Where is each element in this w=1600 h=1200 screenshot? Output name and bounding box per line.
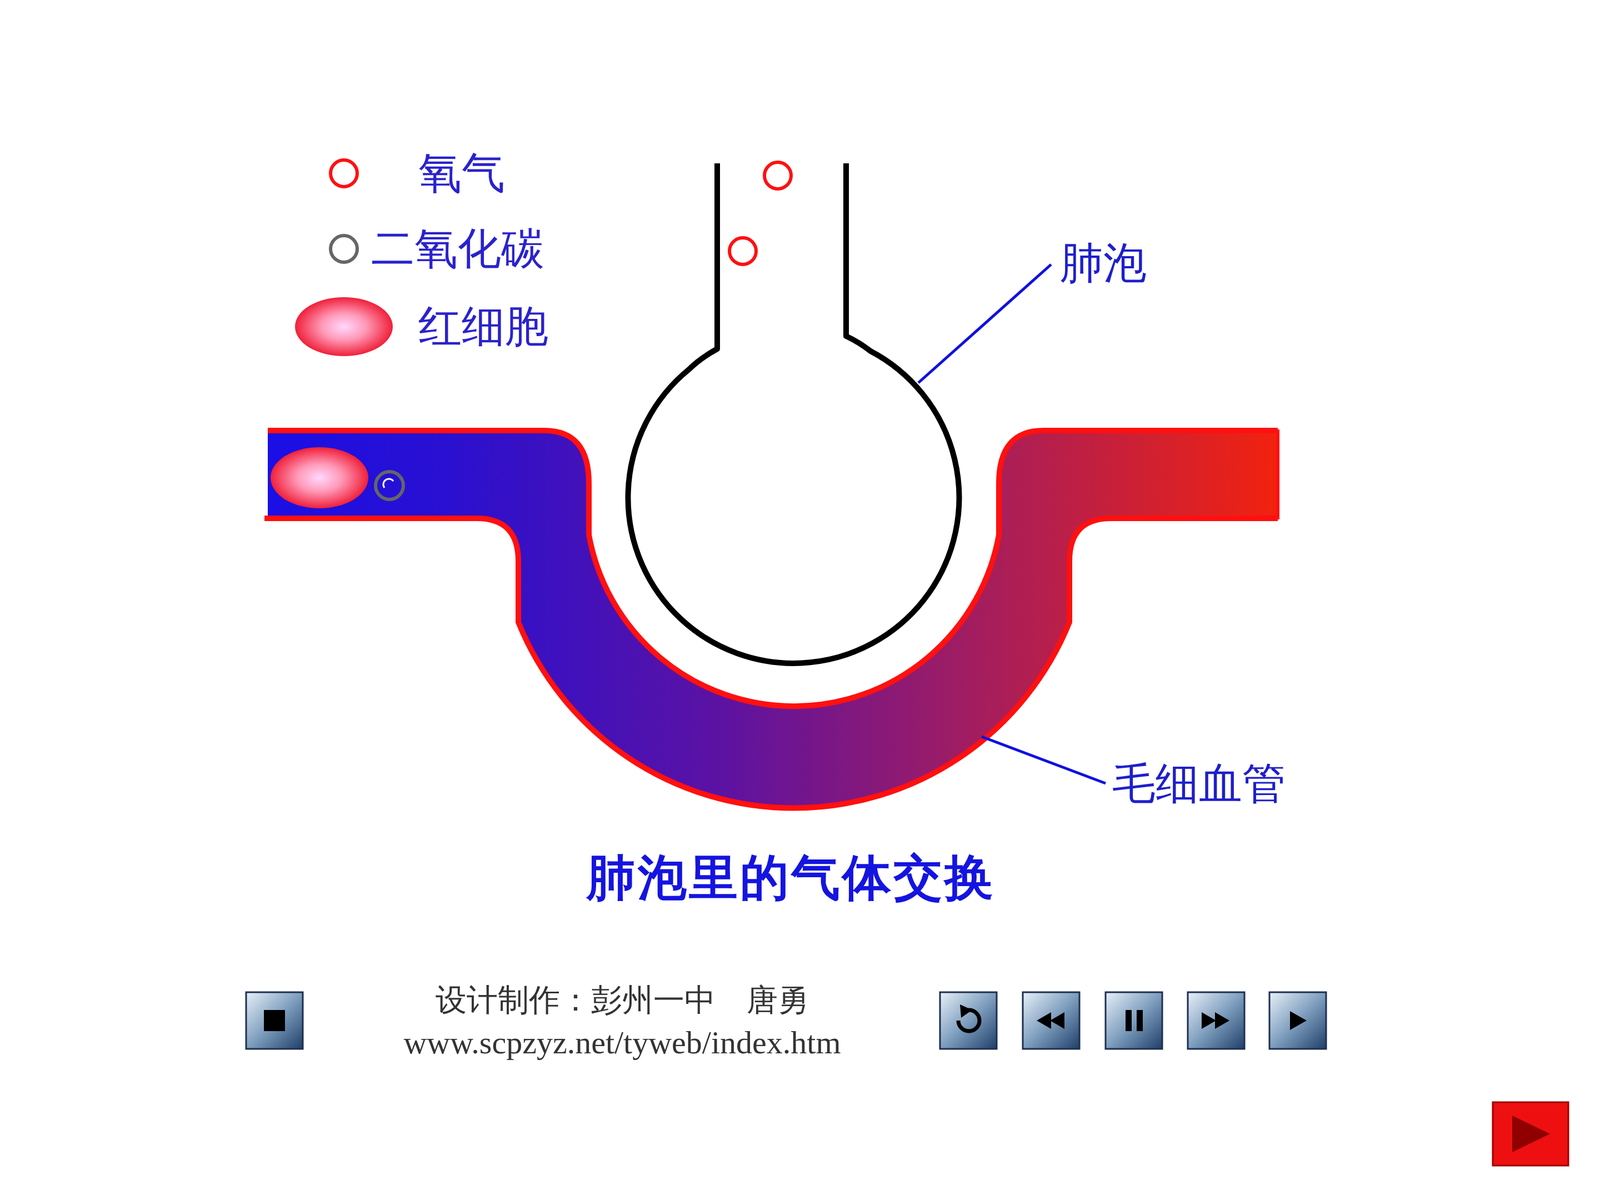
stop-button (246, 992, 303, 1049)
leader-line (918, 264, 1052, 383)
fast-forward-button (1187, 992, 1245, 1049)
leader-line (981, 736, 1106, 784)
oxygen (764, 162, 792, 189)
legend-label: 氧气 (418, 148, 505, 199)
capillary-fill (267, 430, 1278, 808)
alveolus-wall (627, 163, 959, 664)
legend-co2-sample (330, 235, 358, 263)
capillary-wall (267, 430, 1278, 707)
legend-label: 二氧化碳 (371, 223, 545, 274)
url-text: www.scpzyz.net/tyweb/index.htm (403, 1024, 841, 1062)
red-blood-cell (270, 447, 369, 509)
pause-button (1105, 992, 1163, 1049)
legend-label: 红细胞 (418, 301, 549, 352)
oxygen (729, 237, 757, 265)
next-button (1492, 1102, 1569, 1166)
diagram-title: 肺泡里的气体交换 (586, 849, 996, 906)
carbon-dioxide (375, 471, 404, 500)
carbon-dioxide-mark (383, 478, 394, 488)
legend-cell-sample (295, 297, 393, 357)
part-label: 毛细血管 (1112, 758, 1286, 809)
rewind-button (1022, 992, 1080, 1049)
credit-text: 设计制作：彭州一中 唐勇 (435, 982, 809, 1018)
part-label: 肺泡 (1060, 238, 1147, 289)
legend-oxygen-sample (330, 160, 358, 187)
capillary-end (1276, 429, 1280, 520)
replay-button (940, 992, 997, 1049)
play-button (1269, 992, 1327, 1049)
